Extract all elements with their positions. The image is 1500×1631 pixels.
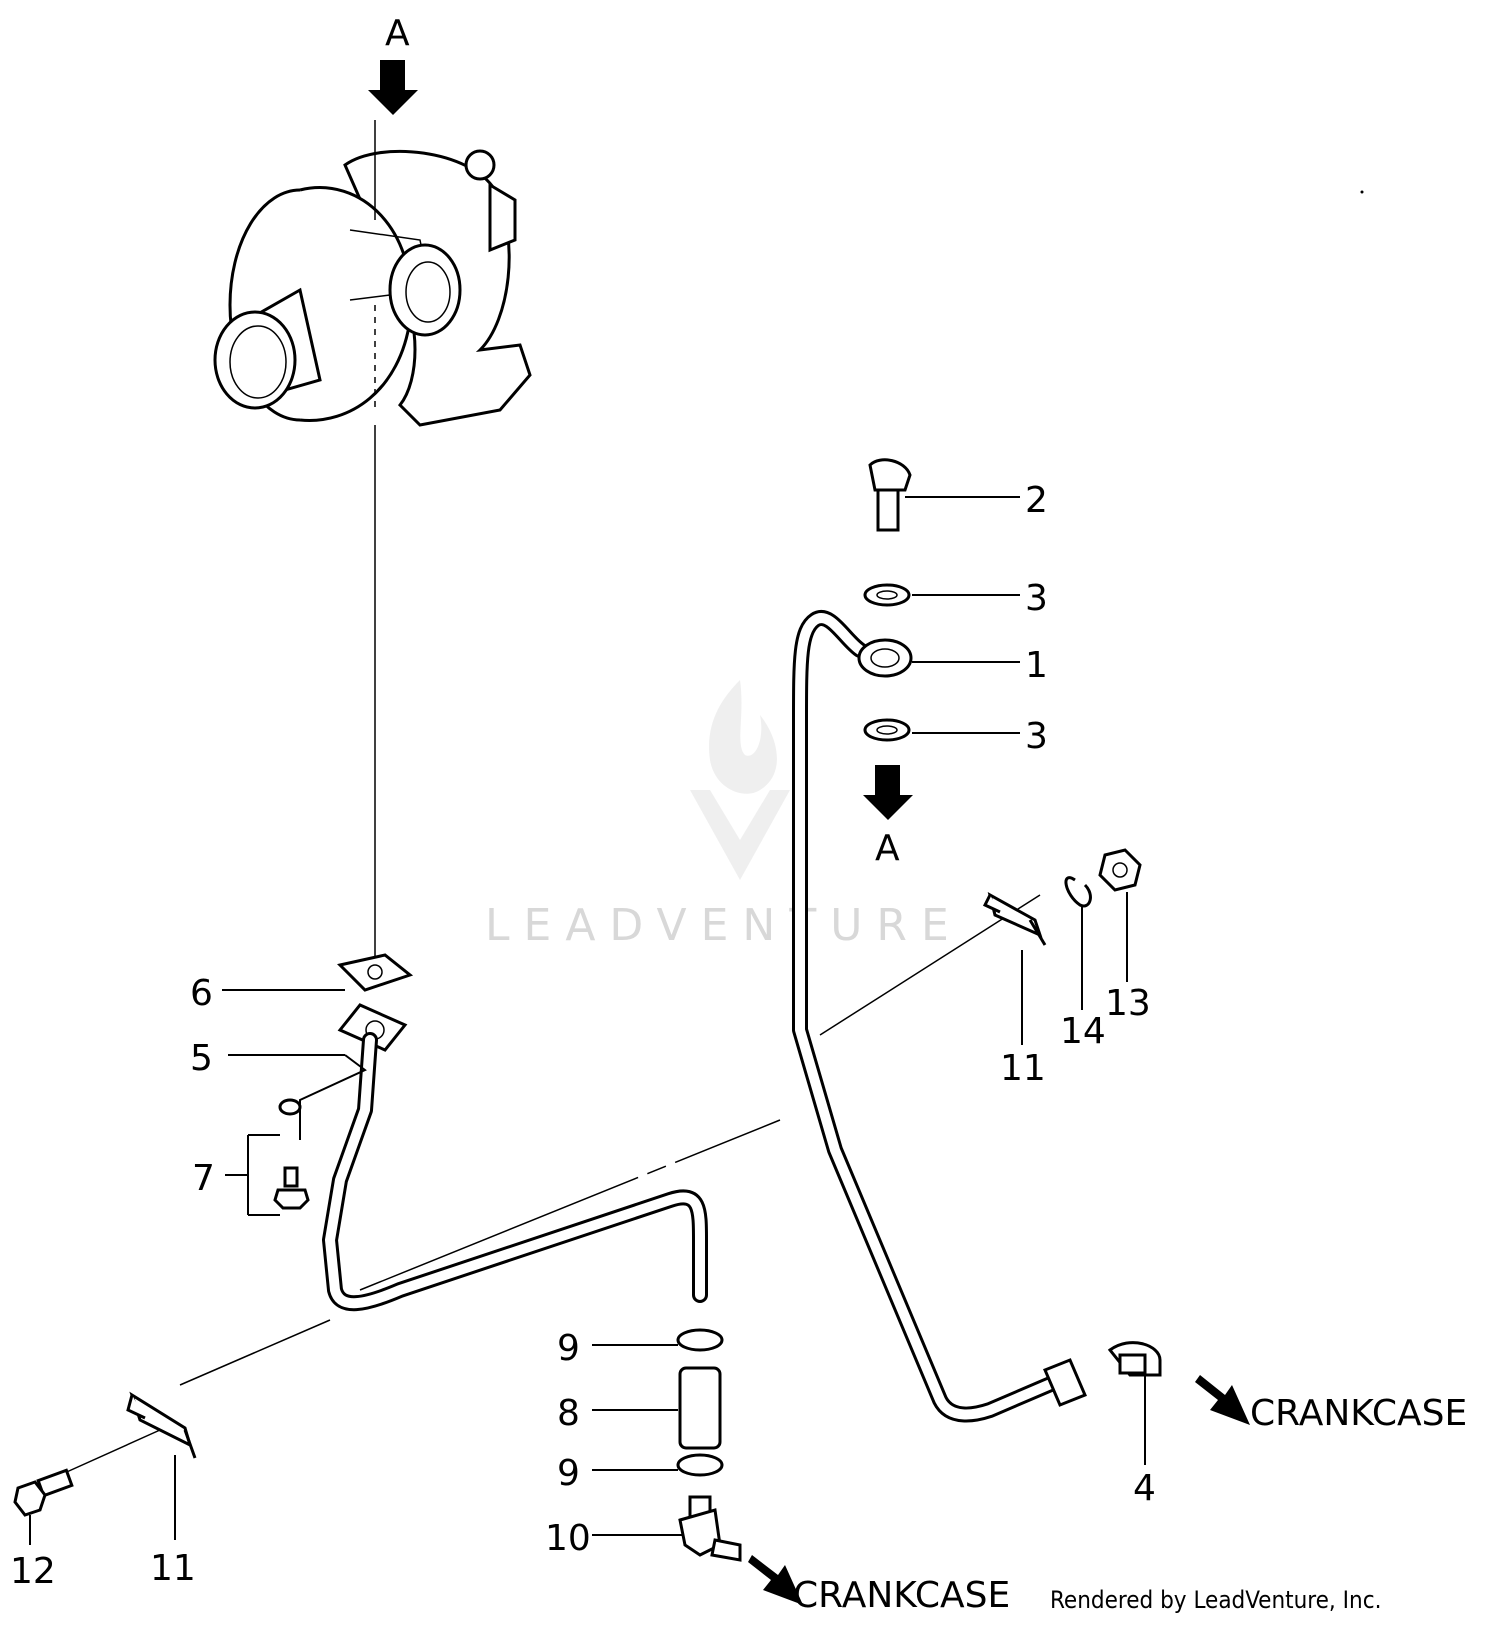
callout-4: 4 xyxy=(1133,1468,1156,1509)
callout-9-upper: 9 xyxy=(557,1328,580,1369)
callout-11-left: 11 xyxy=(150,1548,196,1589)
callout-8: 8 xyxy=(557,1393,580,1434)
banjo-fitting-1 xyxy=(857,638,913,678)
crankcase-label-bottom: CRANKCASE xyxy=(793,1575,1010,1616)
crankcase-label-right: CRANKCASE xyxy=(1250,1393,1467,1434)
callout-5: 5 xyxy=(190,1038,213,1079)
callout-9-lower: 9 xyxy=(557,1453,580,1494)
crankcase-arrow-bottom-icon xyxy=(748,1555,803,1605)
reference-arrow-down-mid-icon xyxy=(863,765,913,820)
clip-11-left xyxy=(126,1391,197,1459)
turbocharger-assembly xyxy=(213,149,532,427)
bolt-12 xyxy=(13,1468,74,1517)
callout-6: 6 xyxy=(190,973,213,1014)
elbow-fitting-4 xyxy=(1043,1341,1162,1407)
nut-13 xyxy=(1098,848,1142,892)
reference-label-a-top: A xyxy=(385,13,410,54)
oil-return-pipe xyxy=(322,1032,708,1312)
callout-leaders xyxy=(29,496,1146,1545)
elbow-fitting-10 xyxy=(678,1495,742,1562)
hose-clamp-9-lower xyxy=(676,1453,724,1477)
washer-7 xyxy=(278,1098,302,1116)
crankcase-arrow-right-icon xyxy=(1195,1375,1250,1425)
washer-3-upper xyxy=(863,583,911,607)
callout-3-upper: 3 xyxy=(1025,578,1048,619)
callout-11-right: 11 xyxy=(1000,1048,1046,1089)
watermark-logo xyxy=(690,680,790,880)
callout-10: 10 xyxy=(545,1518,591,1559)
reference-label-a-mid: A xyxy=(875,828,900,869)
watermark-text: LEADVENTURE xyxy=(485,900,963,951)
callout-2: 2 xyxy=(1025,480,1048,521)
callout-3-lower: 3 xyxy=(1025,716,1048,757)
callout-1: 1 xyxy=(1025,645,1048,686)
reference-arrow-down-icon xyxy=(368,60,418,115)
hose-8 xyxy=(678,1366,722,1450)
washer-3-lower xyxy=(863,718,911,742)
gasket-6 xyxy=(337,953,414,992)
credit-text: Rendered by LeadVenture, Inc. xyxy=(1050,1586,1381,1614)
callout-12: 12 xyxy=(10,1551,56,1592)
callout-14: 14 xyxy=(1060,1011,1106,1052)
callout-7: 7 xyxy=(192,1158,215,1199)
hose-clamp-9-upper xyxy=(676,1328,724,1352)
callout-13: 13 xyxy=(1105,983,1151,1024)
stray-dot xyxy=(1360,190,1364,194)
banjo-bolt-2 xyxy=(868,458,912,532)
bolt-7 xyxy=(273,1166,310,1210)
clip-11-right xyxy=(982,892,1047,946)
lock-washer-14 xyxy=(1064,876,1092,908)
